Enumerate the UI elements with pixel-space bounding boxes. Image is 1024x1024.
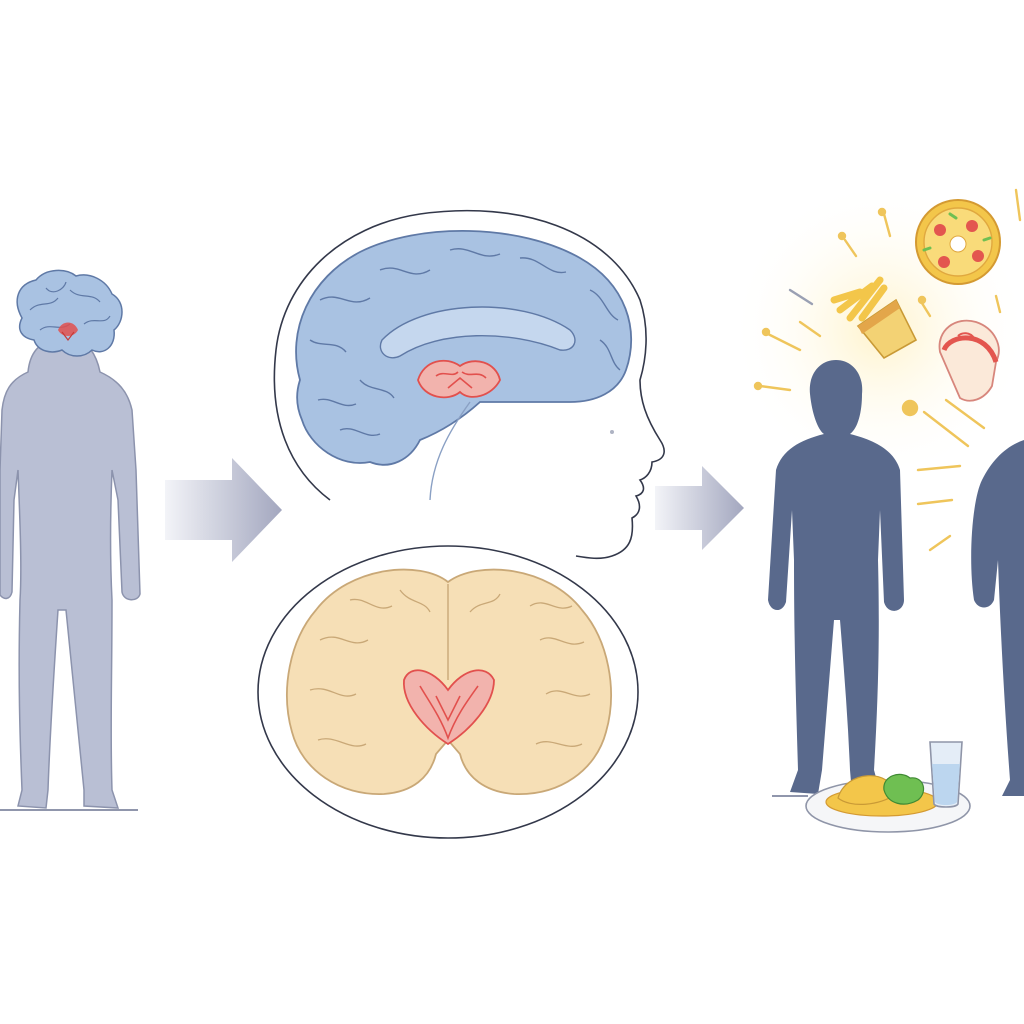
head-profile-icon (273, 209, 665, 560)
drink-cup-icon (938, 319, 1000, 402)
french-fries-icon (830, 276, 918, 360)
water-glass-icon (929, 741, 963, 808)
brain-coronal-section-icon (286, 568, 612, 795)
hypothalamus-icon (403, 669, 495, 746)
arrow-right-icon (655, 466, 744, 550)
brain-coronal-panel (257, 545, 639, 839)
brain-icon (16, 269, 123, 357)
brain-icon (295, 230, 633, 501)
coronal-outline (257, 545, 639, 839)
appetite-sparks (753, 188, 1022, 552)
person-silhouette-icon (768, 360, 904, 794)
pizza-icon (915, 199, 1001, 285)
ear-mark (610, 430, 614, 434)
person-silhouette-icon (971, 440, 1024, 796)
hypothalamus-icon (417, 359, 501, 399)
human-body-icon (0, 319, 141, 811)
hypothalamus-icon (58, 322, 78, 341)
brain-sagittal-panel (273, 209, 665, 560)
human-figure-left (0, 269, 141, 811)
arrow-right-icon (165, 458, 282, 562)
appetite-scene (730, 180, 1024, 833)
